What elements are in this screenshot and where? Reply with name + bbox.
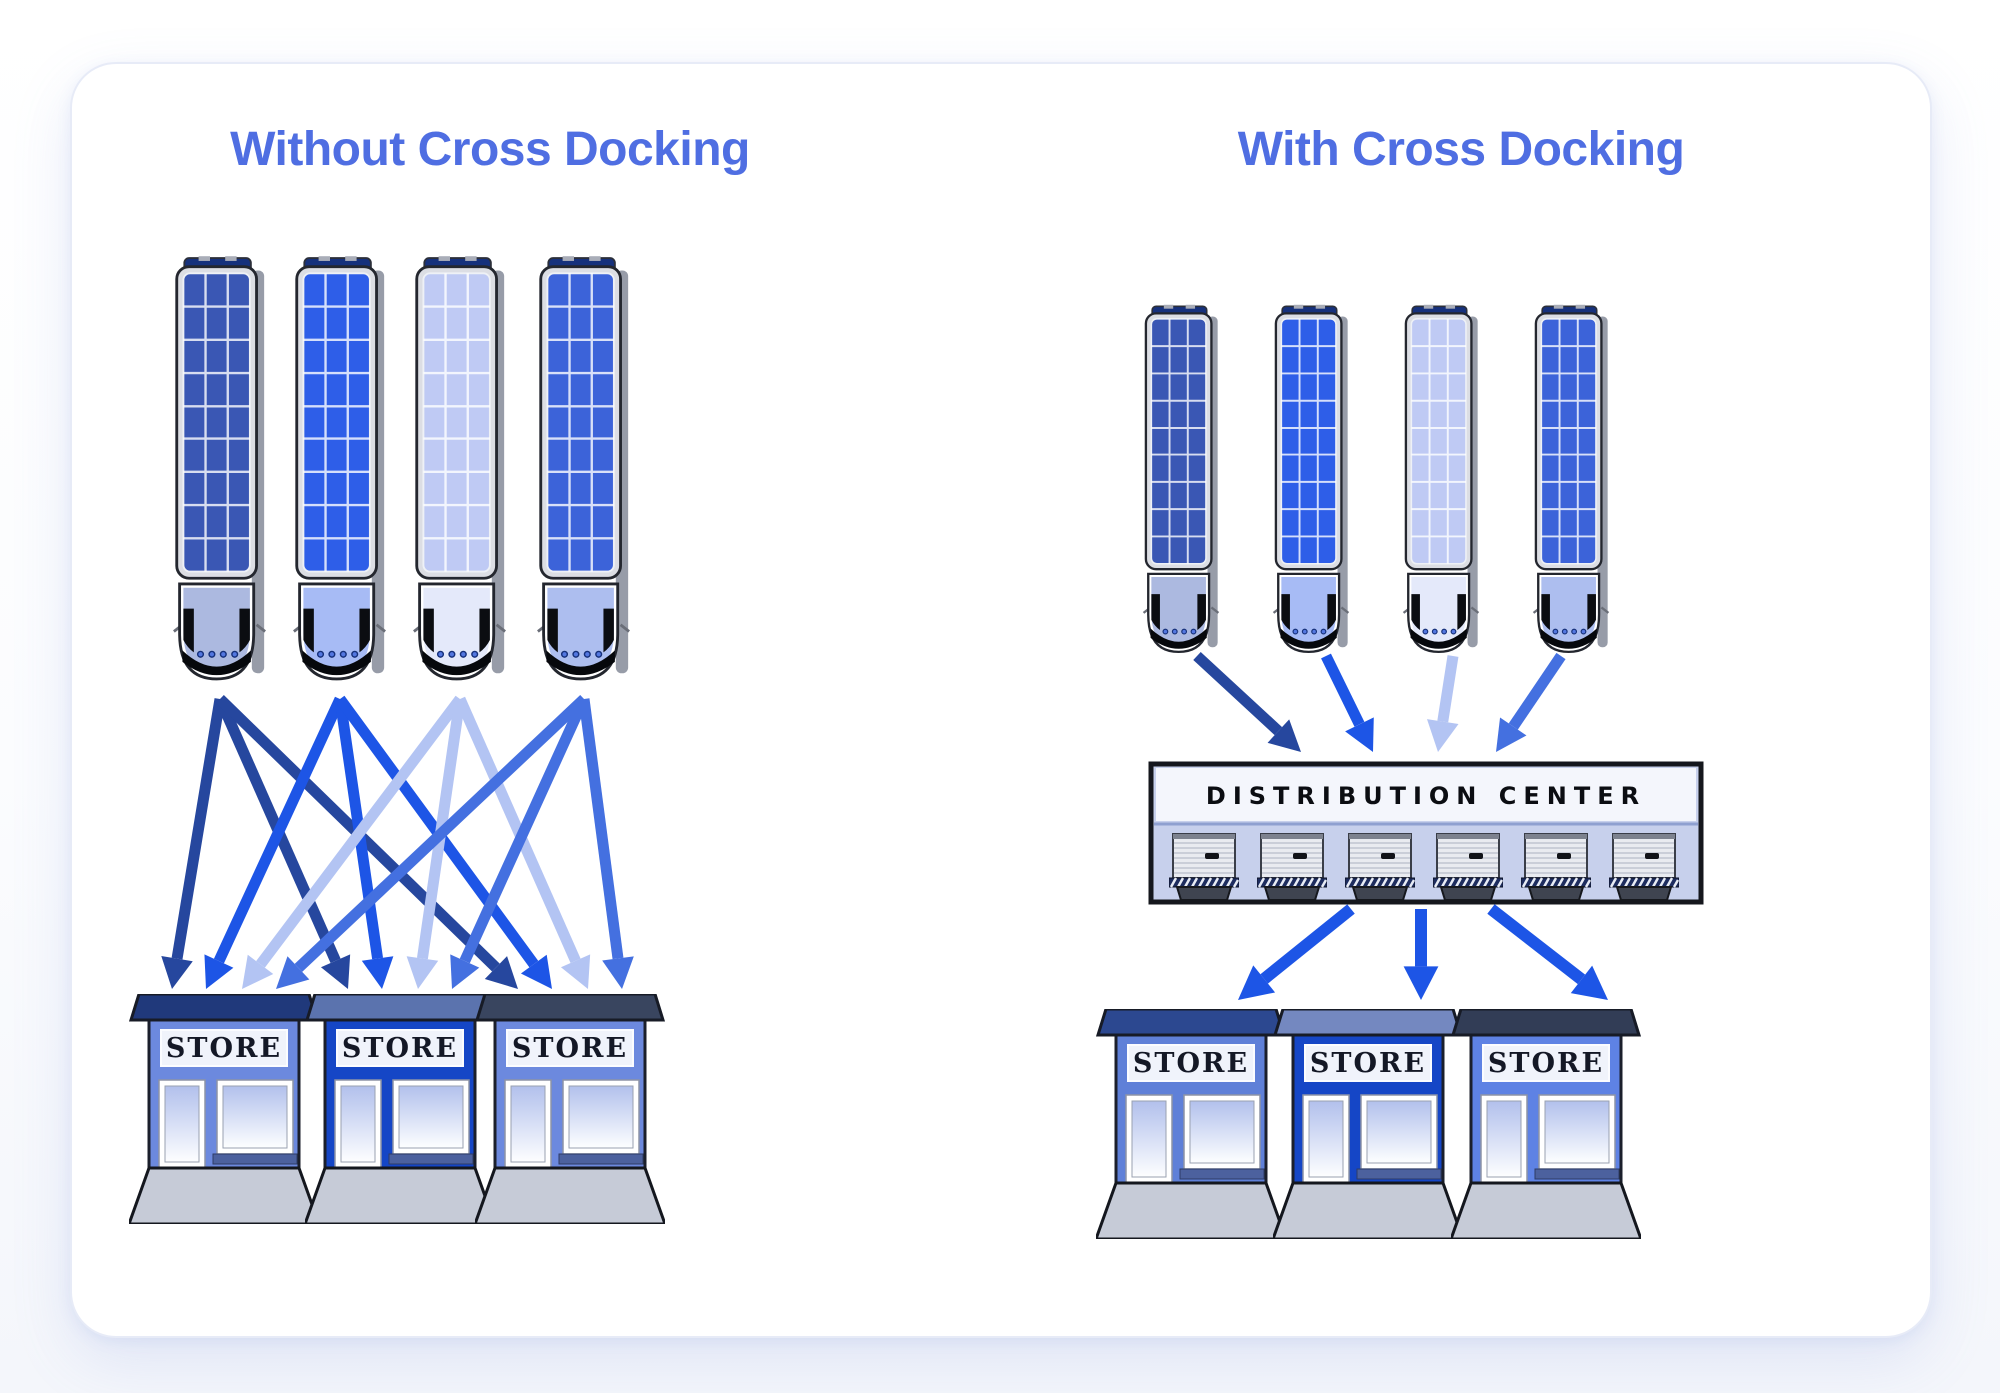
distribution-center: DISTRIBUTION CENTER (1148, 761, 1704, 905)
shipment-arrowhead (1238, 965, 1276, 1000)
shipment-arrow (454, 696, 581, 964)
store: STORE (1096, 1009, 1286, 1239)
dock-door-icon (1345, 832, 1415, 900)
panel-without-cross-docking: Without Cross Docking STORE STORE (72, 64, 1001, 1336)
panel-with-cross-docking: With Cross Docking DISTRIBUTION CENTER (1001, 64, 1930, 1336)
shipment-arrowhead (602, 956, 634, 989)
shipment-arrowhead (361, 956, 394, 989)
shipment-arrow (256, 695, 465, 968)
arrows-layer (1193, 651, 1608, 1000)
distribution-center-label: DISTRIBUTION CENTER (1206, 782, 1646, 810)
dock-door-icon (1433, 832, 1503, 900)
shipment-arrowhead (520, 954, 552, 989)
shipment-arrowhead (1426, 719, 1459, 752)
arrows-layer (161, 694, 634, 989)
shipment-arrowhead (161, 956, 193, 989)
shipment-arrow (1508, 652, 1566, 730)
shipment-arrowhead (242, 954, 274, 989)
shipment-arrowhead (484, 956, 518, 989)
store-roof (1451, 1009, 1641, 1037)
shipment-arrowhead (406, 956, 439, 989)
left-stores: STORE STORE STORE (129, 994, 665, 1224)
truck-icon (1532, 304, 1610, 654)
store-label: STORE (342, 1033, 458, 1064)
shipment-arrow (1321, 653, 1365, 727)
shipment-arrowhead (1403, 966, 1439, 1000)
shipment-arrowhead (1267, 719, 1301, 752)
shipment-arrow (1193, 651, 1283, 736)
shipment-arrow (459, 696, 590, 964)
dock-door-icon (1257, 832, 1327, 900)
right-stores: STORE STORE STORE (1096, 1009, 1641, 1239)
right-scene: DISTRIBUTION CENTER STORE (1096, 304, 1704, 1239)
store: STORE (475, 994, 665, 1224)
shipment-arrow (213, 696, 345, 964)
shipment-arrowhead (276, 956, 310, 989)
store: STORE (1273, 1009, 1463, 1239)
shipment-arrowhead (1345, 717, 1374, 752)
shipment-arrow (1487, 904, 1586, 985)
left-scene: STORE STORE STORE (129, 254, 665, 1224)
store-label: STORE (512, 1033, 628, 1064)
right-trucks (1142, 304, 1610, 654)
truck-icon (1402, 304, 1480, 654)
shipment-arrowhead (320, 954, 351, 989)
truck-icon (172, 254, 267, 681)
store-roof (129, 994, 319, 1022)
dock-door-icon (1169, 832, 1239, 900)
store-label: STORE (1133, 1048, 1249, 1079)
store: STORE (129, 994, 319, 1224)
store: STORE (305, 994, 495, 1224)
truck-icon (292, 254, 387, 681)
shipment-arrow (578, 698, 624, 960)
truck-icon (536, 254, 631, 681)
left-trucks (172, 254, 631, 681)
shipment-arrowhead (1496, 717, 1527, 752)
right-title: With Cross Docking (1237, 123, 1685, 176)
store-label: STORE (1488, 1048, 1604, 1079)
store-roof (1096, 1009, 1286, 1037)
store-label: STORE (1310, 1048, 1426, 1079)
store-roof (475, 994, 665, 1022)
shipment-arrowhead (450, 954, 480, 989)
store-label: STORE (166, 1033, 282, 1064)
store-roof (305, 994, 495, 1022)
store-roof (1273, 1009, 1463, 1037)
shipment-arrow (1437, 655, 1459, 723)
dock-door-icon (1521, 832, 1591, 900)
store: STORE (1451, 1009, 1641, 1239)
left-title: Without Cross Docking (230, 123, 750, 176)
shipment-arrow (294, 694, 588, 972)
truck-icon (1272, 304, 1350, 654)
shipment-arrow (171, 698, 226, 960)
shipment-arrow (1260, 904, 1355, 984)
truck-icon (1142, 304, 1220, 654)
shipment-arrowhead (560, 954, 591, 989)
dock-door-icon (1609, 832, 1679, 900)
shipment-arrowhead (1570, 965, 1608, 1000)
truck-icon (412, 254, 507, 681)
shipment-arrowhead (204, 954, 234, 989)
diagram-card: Without Cross Docking STORE STORE (70, 62, 1932, 1338)
